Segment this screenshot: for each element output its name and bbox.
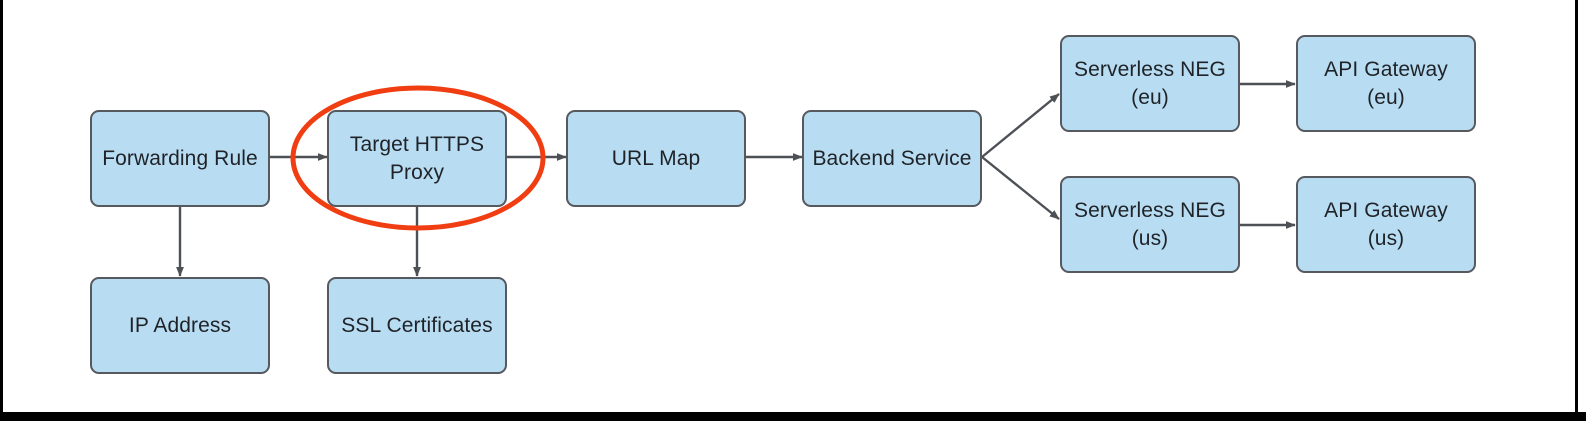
node-label-url-map: URL Map [611, 146, 701, 170]
node-forwarding-rule[interactable]: Forwarding Rule [90, 110, 270, 207]
edge-backend-service-to-serverless-neg-us [981, 156, 1060, 220]
node-ip-address[interactable]: IP Address [90, 277, 270, 374]
node-serverless-neg-us[interactable]: Serverless NEG (us) [1060, 176, 1240, 273]
node-label-serverless-neg-us: Serverless NEG (us) [1074, 198, 1226, 250]
node-api-gateway-eu[interactable]: API Gateway (eu) [1296, 35, 1476, 132]
node-label-api-gateway-us: API Gateway (us) [1324, 198, 1448, 250]
node-api-gateway-us[interactable]: API Gateway (us) [1296, 176, 1476, 273]
node-target-https-proxy[interactable]: Target HTTPS Proxy [327, 110, 507, 207]
node-label-target-https-proxy: Target HTTPS Proxy [349, 132, 485, 184]
frame-edge-bottom [0, 412, 1586, 421]
node-label-ssl-certificates: SSL Certificates [341, 313, 493, 337]
node-label-forwarding-rule: Forwarding Rule [102, 146, 258, 170]
node-label-serverless-neg-eu: Serverless NEG (eu) [1074, 57, 1226, 109]
frame-edge-left [0, 0, 3, 412]
node-label-ip-address: IP Address [128, 313, 232, 337]
node-backend-service[interactable]: Backend Service [802, 110, 982, 207]
edge-backend-service-to-serverless-neg-eu [981, 93, 1060, 158]
node-ssl-certificates[interactable]: SSL Certificates [327, 277, 507, 374]
node-url-map[interactable]: URL Map [566, 110, 746, 207]
node-serverless-neg-eu[interactable]: Serverless NEG (eu) [1060, 35, 1240, 132]
frame-edge-right [1575, 0, 1578, 412]
node-label-api-gateway-eu: API Gateway (eu) [1324, 57, 1448, 109]
node-label-backend-service: Backend Service [812, 146, 972, 170]
